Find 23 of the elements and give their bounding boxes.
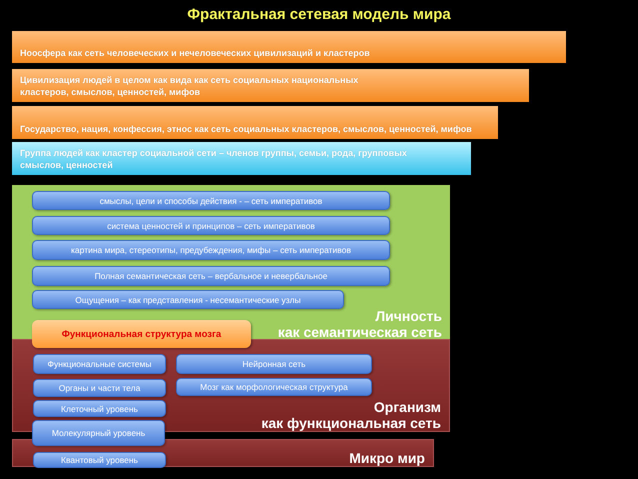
concept-pill: система ценностей и принципов – сеть императивов: [32, 216, 390, 235]
band-title: Организм как функциональная сеть: [261, 400, 441, 430]
concept-pill: Ощущения – как представления - несемантические узлы: [32, 290, 344, 309]
level-pill: Квантовый уровень: [33, 452, 166, 468]
concept-pill: Полная семантическая сеть – вербальное и невербальное: [32, 266, 390, 286]
level-pill: Нейронная сеть: [176, 354, 372, 374]
level-pill: Молекулярный уровень: [32, 420, 165, 446]
layer-band: Государство, нация, конфессия, этнос как сеть социальных кластеров, смыслов, ценностей, мифов: [12, 106, 498, 139]
band-title: Микро мир: [349, 451, 425, 465]
layer-band: Группа людей как кластер социальной сети – членов группы, семьи, рода, групповых смыслов, ценностей: [12, 142, 471, 175]
highlight-tab: Функциональная структура мозга: [32, 320, 251, 348]
layer-band: [12, 185, 450, 340]
layer-band: [12, 439, 434, 467]
level-pill: Клеточный уровень: [33, 400, 166, 417]
layer-band: Ноосфера как сеть человеческих и нечеловеческих цивилизаций и кластеров: [12, 31, 566, 63]
layer-band: Цивилизация людей в целом как вида как сеть социальных национальных кластеров, смыслов, ценностей, мифов: [12, 69, 529, 102]
diagram-title: Фрактальная сетевая модель мира: [186, 6, 452, 23]
level-pill: Органы и части тела: [33, 379, 166, 397]
band-title: Личность как семантическая сеть: [278, 309, 442, 339]
concept-pill: смыслы, цели и способы действия - – сеть императивов: [32, 191, 390, 210]
level-pill: Функциональные системы: [33, 354, 166, 374]
concept-pill: картина мира, стереотипы, предубеждения, мифы – сеть императивов: [32, 240, 390, 260]
level-pill: Мозг как морфологическая структура: [176, 378, 372, 396]
